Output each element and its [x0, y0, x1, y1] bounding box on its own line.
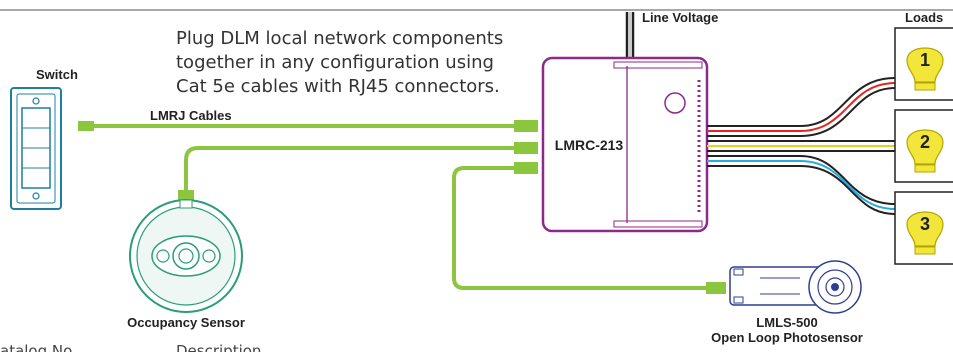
- cable-photosensor-to-controller: [452, 166, 708, 290]
- lmrj-cables: [92, 124, 708, 290]
- loads-label: Loads: [905, 10, 943, 25]
- load-2: [894, 109, 953, 183]
- load-3-number: 3: [920, 214, 930, 234]
- cable-occupancy-to-controller: [184, 146, 516, 192]
- occupancy-sensor: [129, 199, 243, 313]
- load-3: [894, 191, 953, 265]
- footer-description-header: Description: [176, 342, 261, 352]
- controller-lmrc-213: [541, 56, 709, 233]
- intro-line-3: Cat 5e cables with RJ45 connectors.: [176, 76, 500, 97]
- intro-line-2: together in any configuration using: [176, 52, 494, 73]
- line-voltage-wires: [625, 12, 635, 62]
- bulb-icon: [906, 129, 944, 165]
- load-1-number: 1: [920, 50, 930, 70]
- cables-label: LMRJ Cables: [150, 108, 232, 123]
- controller-label: LMRC-213: [555, 137, 624, 153]
- wall-switch: [10, 87, 62, 210]
- switch-label: Switch: [36, 67, 78, 82]
- photosensor-desc-label: Open Loop Photosensor: [711, 330, 863, 345]
- load-2-number: 2: [920, 132, 930, 152]
- photosensor-model-label: LMLS-500: [756, 315, 817, 330]
- rj45-connectors: [78, 120, 726, 294]
- load-wires: [707, 77, 896, 215]
- intro-line-1: Plug DLM local network components: [176, 28, 503, 49]
- load-1: [894, 27, 953, 101]
- bulb-icon: [906, 47, 944, 83]
- bulb-icon: [906, 211, 944, 247]
- photosensor: [729, 260, 862, 314]
- occupancy-label: Occupancy Sensor: [127, 315, 245, 330]
- line-voltage-label: Line Voltage: [642, 10, 718, 25]
- footer-catalog-header: atalog No.: [0, 342, 77, 352]
